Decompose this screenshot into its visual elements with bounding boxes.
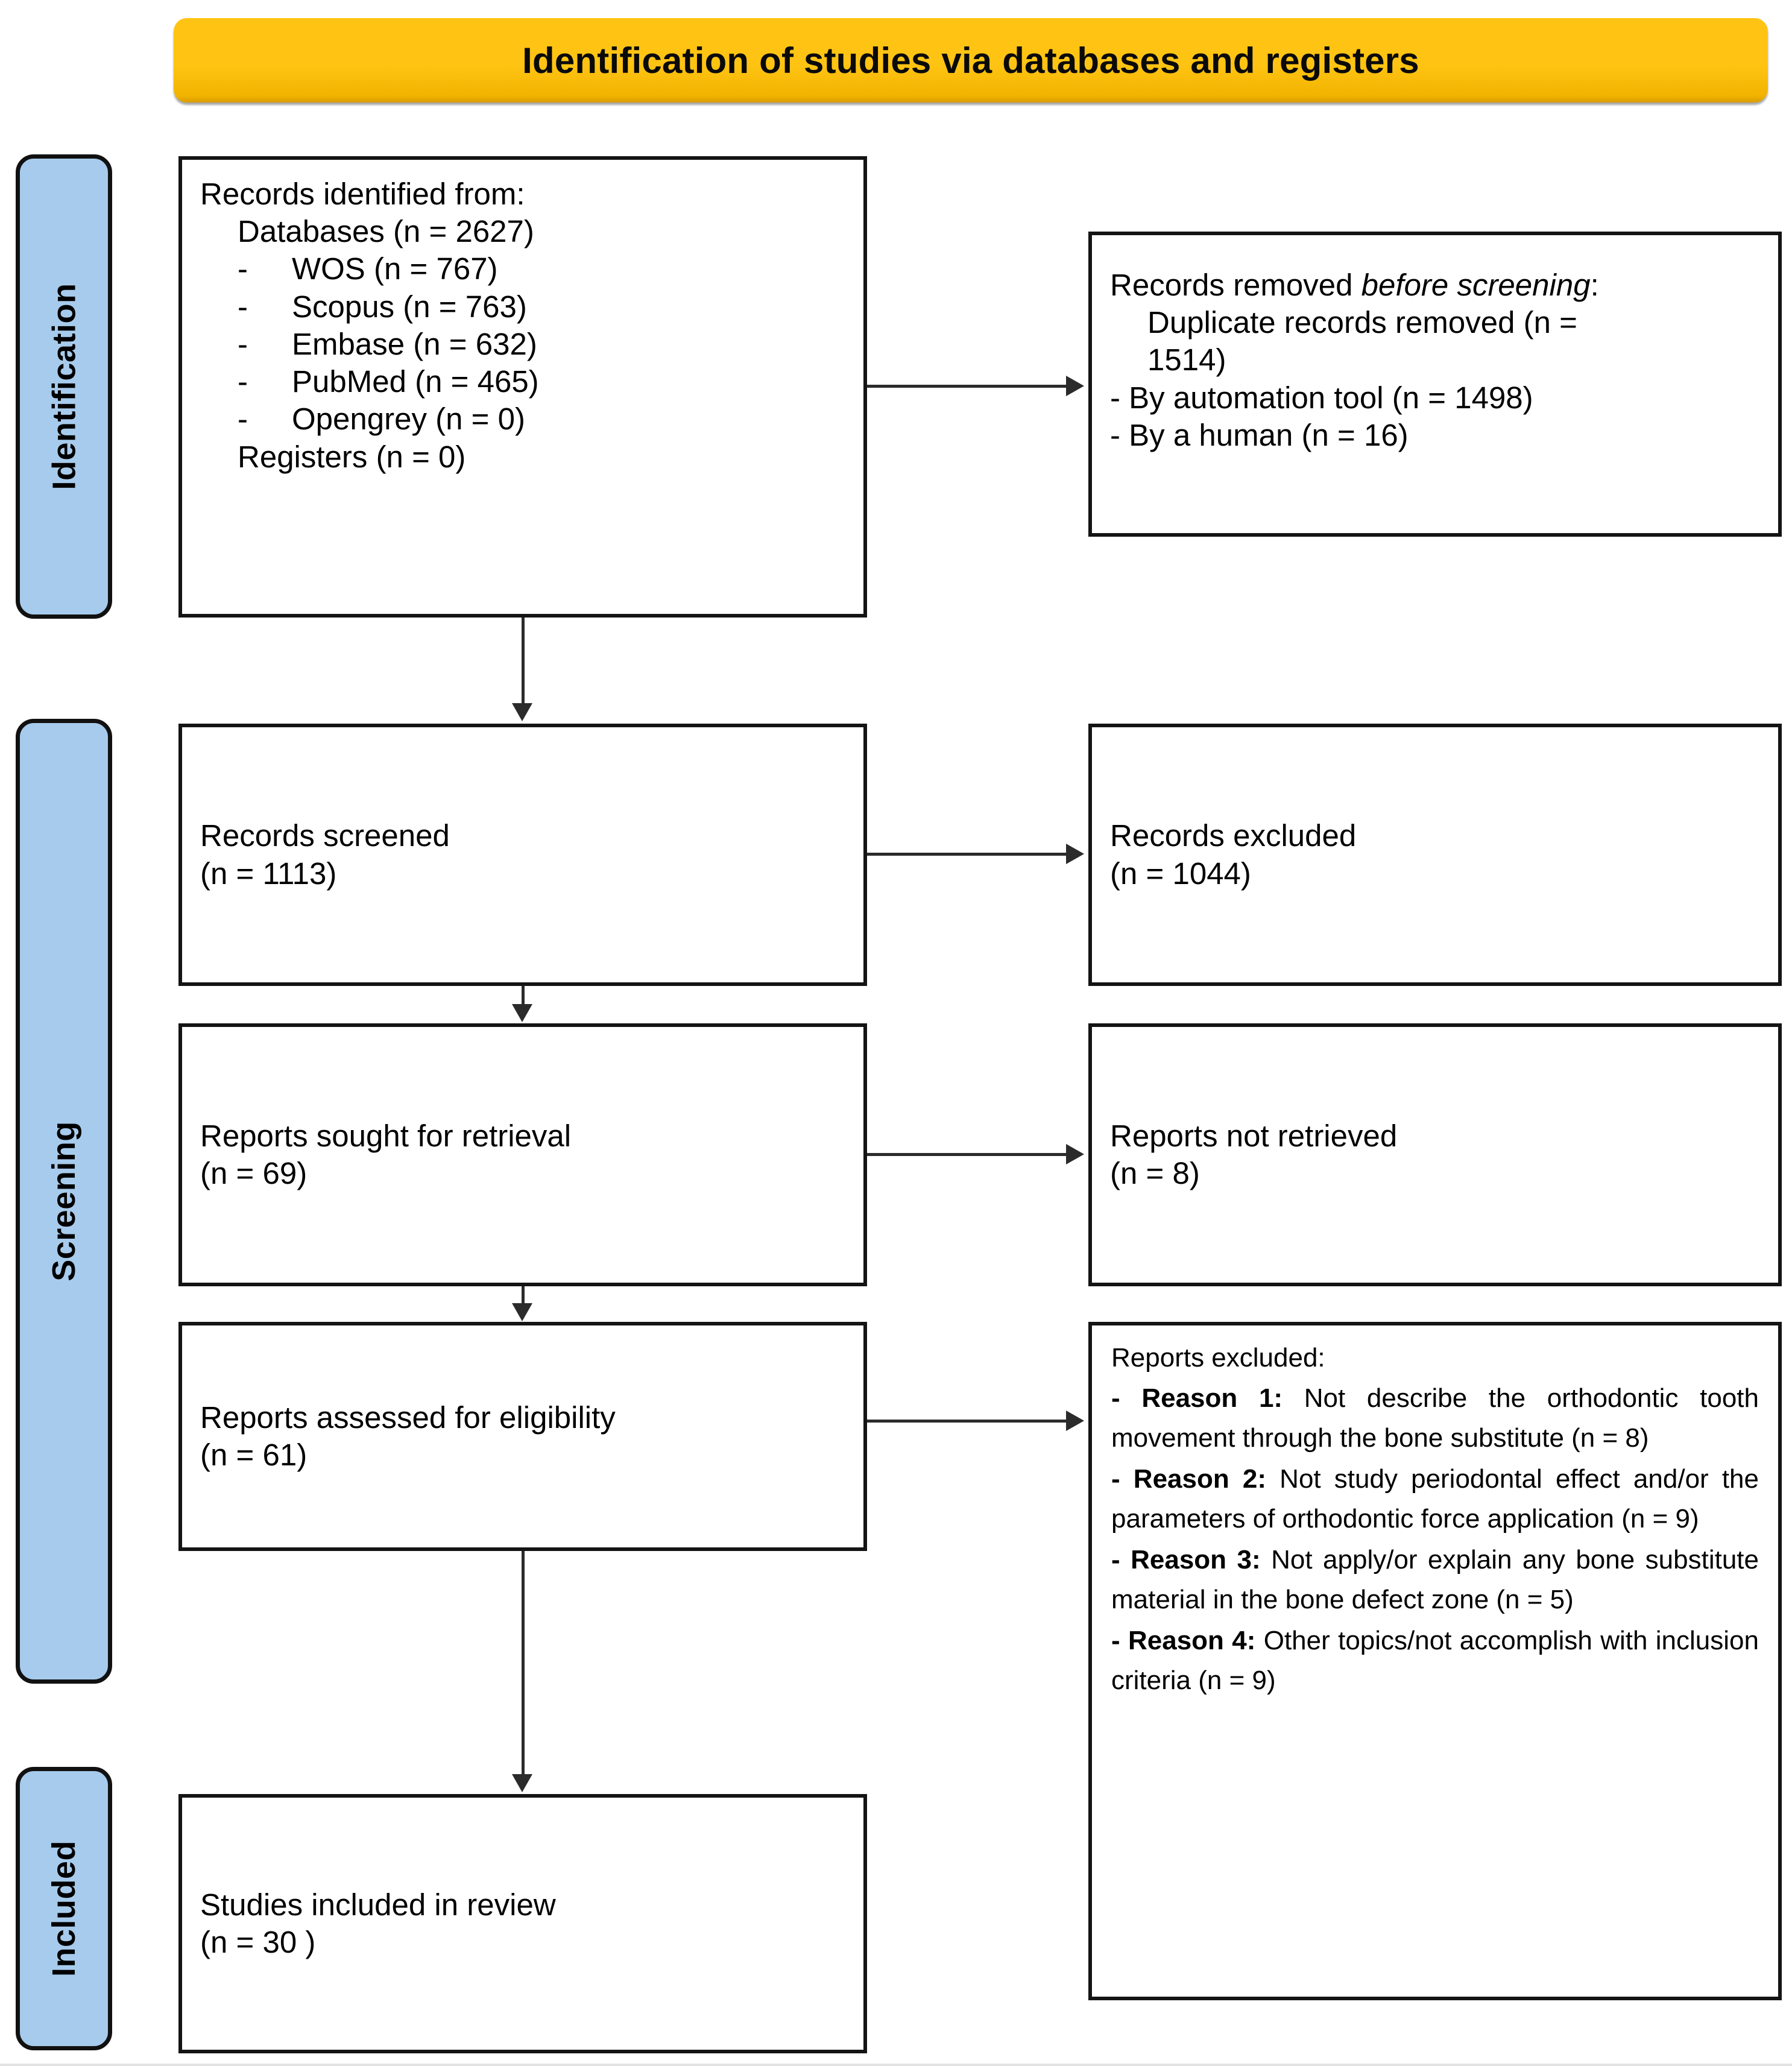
box-records-excluded: Records excluded (n = 1044) bbox=[1088, 724, 1782, 986]
reason-2-label: - Reason 2: bbox=[1111, 1464, 1267, 1494]
bullet-dash-icon: - bbox=[238, 364, 248, 399]
reports-sought-count: (n = 69) bbox=[200, 1156, 308, 1190]
records-excluded-count: (n = 1044) bbox=[1110, 856, 1251, 891]
reason-4-text: Other topics/not accomplish with inclusi… bbox=[1111, 1625, 1759, 1695]
reports-excluded-reason-1: - Reason 1: Not describe the orthodontic… bbox=[1111, 1379, 1759, 1458]
source-row-scopus: - Scopus (n = 763) bbox=[200, 288, 845, 326]
source-label-pubmed: PubMed (n = 465) bbox=[292, 364, 539, 399]
reports-assessed-count: (n = 61) bbox=[200, 1438, 308, 1472]
source-label-opengrey: Opengrey (n = 0) bbox=[292, 402, 525, 437]
reports-assessed-title: Reports assessed for eligibility bbox=[200, 1400, 616, 1435]
phase-chip-identification: Identification bbox=[16, 154, 112, 619]
records-removed-duplicate-cont: 1514) bbox=[1147, 343, 1226, 378]
records-removed-title-italic: before screening bbox=[1361, 268, 1591, 302]
reason-4-label: - Reason 4: bbox=[1111, 1625, 1256, 1655]
records-excluded-title: Records excluded bbox=[1110, 818, 1357, 853]
records-removed-title-colon: : bbox=[1590, 268, 1599, 302]
arrow-identified-to-screened-icon bbox=[512, 703, 532, 721]
connector-sought-to-notretrieved bbox=[867, 1153, 1066, 1156]
reports-excluded-reason-4: - Reason 4: Other topics/not accomplish … bbox=[1111, 1621, 1759, 1701]
connector-identified-to-removed bbox=[867, 385, 1066, 388]
figure-baseline bbox=[0, 2064, 1792, 2066]
arrow-sought-to-notretrieved-icon bbox=[1066, 1144, 1084, 1164]
header-banner: Identification of studies via databases … bbox=[174, 18, 1768, 103]
phase-label-identification: Identification bbox=[46, 283, 82, 490]
records-screened-count: (n = 1113) bbox=[200, 856, 337, 891]
bullet-dash-icon: - bbox=[238, 251, 248, 286]
records-removed-human: - By a human (n = 16) bbox=[1110, 417, 1409, 452]
reports-excluded-reason-2: - Reason 2: Not study periodontal effect… bbox=[1111, 1459, 1759, 1539]
source-label-embase: Embase (n = 632) bbox=[292, 326, 537, 361]
reports-excluded-title: Reports excluded: bbox=[1111, 1343, 1325, 1373]
arrow-screened-to-excluded-icon bbox=[1066, 844, 1084, 864]
arrow-assessed-to-reportsexcluded-icon bbox=[1066, 1411, 1084, 1431]
source-row-wos: - WOS (n = 767) bbox=[200, 250, 845, 288]
reports-sought-title: Reports sought for retrieval bbox=[200, 1118, 572, 1153]
reports-excluded-reason-3: - Reason 3: Not apply/or explain any bon… bbox=[1111, 1540, 1759, 1620]
box-reports-sought-for-retrieval: Reports sought for retrieval (n = 69) bbox=[178, 1023, 867, 1286]
connector-identified-to-screened bbox=[522, 618, 525, 704]
phase-chip-screening: Screening bbox=[16, 719, 112, 1684]
box-reports-excluded: Reports excluded: - Reason 1: Not descri… bbox=[1088, 1322, 1782, 2000]
arrow-sought-to-assessed-icon bbox=[512, 1303, 532, 1321]
page-title: Identification of studies via databases … bbox=[522, 40, 1419, 81]
source-label-scopus: Scopus (n = 763) bbox=[292, 289, 527, 324]
source-row-pubmed: - PubMed (n = 465) bbox=[200, 363, 845, 400]
arrow-identified-to-removed-icon bbox=[1066, 376, 1084, 396]
phase-chip-included: Included bbox=[16, 1767, 112, 2050]
connector-assessed-to-included bbox=[522, 1551, 525, 1774]
reason-1-text: Not describe the orthodontic tooth movem… bbox=[1111, 1383, 1759, 1453]
box-records-identified: Records identified from: Databases (n = … bbox=[178, 156, 867, 618]
records-removed-automation: - By automation tool (n = 1498) bbox=[1110, 380, 1533, 415]
arrow-screened-to-sought-icon bbox=[512, 1004, 532, 1022]
bullet-dash-icon: - bbox=[238, 326, 248, 361]
phase-label-screening: Screening bbox=[46, 1121, 82, 1281]
records-identified-title: Records identified from: bbox=[200, 177, 525, 211]
records-identified-registers: Registers (n = 0) bbox=[238, 439, 466, 474]
records-removed-title: Records removed before screening: bbox=[1110, 267, 1760, 304]
studies-included-title: Studies included in review bbox=[200, 1887, 556, 1922]
bullet-dash-icon: - bbox=[238, 402, 248, 437]
reason-2-text: Not study periodontal effect and/or the … bbox=[1111, 1464, 1759, 1534]
arrow-assessed-to-included-icon bbox=[512, 1774, 532, 1792]
connector-screened-to-sought bbox=[522, 986, 525, 1005]
records-removed-duplicate: Duplicate records removed (n = bbox=[1147, 305, 1577, 340]
records-removed-title-plain: Records removed bbox=[1110, 268, 1361, 302]
box-records-removed-before-screening: Records removed before screening: Duplic… bbox=[1088, 232, 1782, 537]
reason-3-text: Not apply/or explain any bone substitute… bbox=[1111, 1544, 1759, 1614]
reports-not-retrieved-count: (n = 8) bbox=[1110, 1156, 1200, 1190]
box-records-screened: Records screened (n = 1113) bbox=[178, 724, 867, 986]
connector-assessed-to-reportsexcluded bbox=[867, 1420, 1066, 1423]
reason-1-label: - Reason 1: bbox=[1111, 1383, 1283, 1413]
studies-included-count: (n = 30 ) bbox=[200, 1925, 316, 1959]
bullet-dash-icon: - bbox=[238, 289, 248, 324]
reason-3-label: - Reason 3: bbox=[1111, 1544, 1261, 1575]
source-label-wos: WOS (n = 767) bbox=[292, 251, 498, 286]
source-row-embase: - Embase (n = 632) bbox=[200, 326, 845, 363]
source-row-opengrey: - Opengrey (n = 0) bbox=[200, 400, 845, 438]
records-screened-title: Records screened bbox=[200, 818, 450, 853]
connector-sought-to-assessed bbox=[522, 1286, 525, 1304]
connector-screened-to-excluded bbox=[867, 853, 1066, 856]
box-reports-not-retrieved: Reports not retrieved (n = 8) bbox=[1088, 1023, 1782, 1286]
phase-label-included: Included bbox=[46, 1840, 83, 1977]
records-identified-databases: Databases (n = 2627) bbox=[238, 214, 534, 249]
box-studies-included-in-review: Studies included in review (n = 30 ) bbox=[178, 1794, 867, 2053]
reports-not-retrieved-title: Reports not retrieved bbox=[1110, 1118, 1398, 1153]
box-reports-assessed-for-eligibility: Reports assessed for eligibility (n = 61… bbox=[178, 1322, 867, 1551]
